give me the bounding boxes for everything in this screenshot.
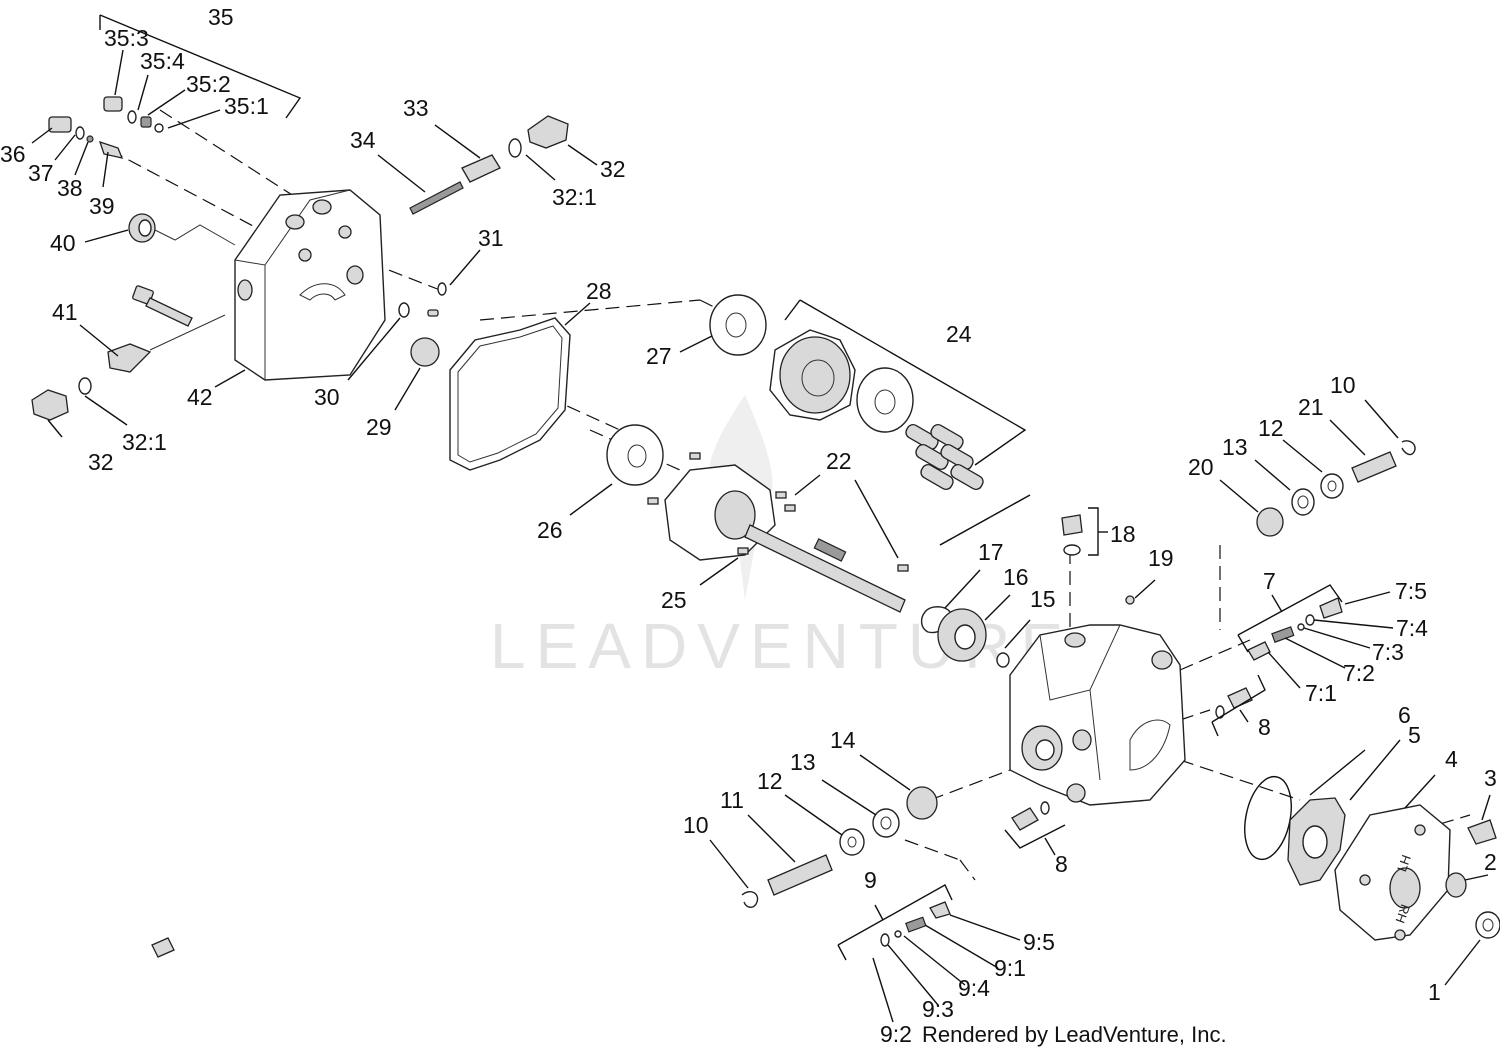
plug-32-left (31, 377, 92, 421)
label-1: 1 (1428, 979, 1441, 1005)
plug-41 (107, 314, 226, 373)
label-30: 30 (314, 384, 340, 410)
label-35-1: 35:1 (224, 93, 269, 119)
valve-kit-7-parts (1247, 597, 1343, 661)
label-41: 41 (52, 299, 78, 325)
label-9-3: 9:3 (922, 996, 954, 1022)
label-26: 26 (537, 517, 563, 543)
label-32-left: 32 (88, 449, 114, 475)
label-5: 5 (1408, 722, 1421, 748)
label-21: 21 (1298, 394, 1324, 420)
label-40: 40 (50, 230, 76, 256)
label-22: 22 (826, 448, 852, 474)
label-35-3: 35:3 (104, 25, 149, 51)
plate-mark-top: LH (1394, 853, 1414, 874)
label-16: 16 (1003, 564, 1029, 590)
label-39: 39 (89, 193, 115, 219)
parts-29-31 (398, 282, 447, 367)
label-7: 7 (1263, 568, 1276, 594)
label-18: 18 (1110, 521, 1136, 547)
plug-18-and-screw-19 (1061, 514, 1135, 605)
bushing-40 (128, 213, 236, 246)
leader-lines (31, 14, 1491, 1023)
label-28: 28 (586, 278, 612, 304)
bearing-and-rings-15-17 (920, 606, 1010, 668)
thrust-washer-26 (606, 424, 664, 486)
parts-1-3 (1445, 819, 1500, 939)
plate-mark-bottom: RH (1393, 902, 1414, 925)
label-20: 20 (1188, 454, 1214, 480)
label-32-top: 32 (600, 156, 626, 182)
valve-kit-35-parts (103, 96, 164, 133)
bolt-center-section (132, 285, 193, 327)
center-section-housing (234, 189, 386, 381)
valve-36-39-parts (48, 116, 124, 159)
label-10-left: 10 (683, 812, 709, 838)
label-9-4: 9:4 (958, 975, 990, 1001)
shaft-parts-right (1256, 440, 1416, 537)
label-34: 34 (350, 127, 376, 153)
label-36: 36 (0, 141, 26, 167)
parts-32-34-top (409, 115, 569, 215)
label-35-4: 35:4 (140, 48, 185, 74)
label-15: 15 (1030, 586, 1056, 612)
label-31: 31 (478, 225, 504, 251)
label-42: 42 (187, 384, 213, 410)
main-housing (1009, 624, 1186, 806)
shaft-parts-left (741, 786, 938, 908)
label-9-5: 9:5 (1023, 929, 1055, 955)
label-13-right: 13 (1222, 434, 1248, 460)
label-8-left: 8 (1055, 851, 1068, 877)
plug-8-left (1011, 801, 1050, 831)
gasket-28 (449, 317, 571, 471)
label-29: 29 (366, 414, 392, 440)
label-17: 17 (978, 539, 1004, 565)
label-12-right: 12 (1258, 415, 1284, 441)
label-11: 11 (720, 787, 744, 813)
label-10-right: 10 (1330, 372, 1356, 398)
plug-8-right (1215, 687, 1253, 719)
render-credit: Rendered by LeadVenture, Inc. (922, 1022, 1227, 1047)
callout-labels: 35 35:3 35:4 35:2 35:1 36 37 38 39 40 41… (0, 4, 1497, 1047)
label-6: 6 (1398, 702, 1411, 728)
label-7-3: 7:3 (1372, 639, 1404, 665)
label-32-1-top: 32:1 (552, 184, 597, 210)
charge-pump-plate-4: LH RH (1334, 804, 1451, 941)
label-35-2: 35:2 (186, 71, 231, 97)
label-37: 37 (28, 160, 54, 186)
label-2: 2 (1484, 849, 1497, 875)
label-9-1: 9:1 (994, 955, 1026, 981)
label-32-1-left: 32:1 (122, 429, 167, 455)
label-38: 38 (57, 175, 83, 201)
label-4: 4 (1445, 746, 1458, 772)
label-12-left: 12 (757, 768, 783, 794)
label-13-left: 13 (790, 749, 816, 775)
label-8-right: 8 (1258, 714, 1271, 740)
label-35: 35 (208, 4, 234, 30)
charge-gear-5 (1287, 797, 1346, 886)
label-25: 25 (661, 587, 687, 613)
label-7-4: 7:4 (1396, 615, 1428, 641)
label-7-5: 7:5 (1395, 578, 1427, 604)
watermark-text: LEADVENTURE (490, 610, 1073, 682)
label-19: 19 (1148, 545, 1174, 571)
label-24: 24 (946, 321, 972, 347)
label-3: 3 (1484, 765, 1497, 791)
label-7-2: 7:2 (1343, 660, 1375, 686)
rotating-kit-24 (769, 329, 984, 491)
swash-block-and-shaft (647, 452, 909, 613)
valve-kit-9-parts (151, 901, 951, 958)
valve-plate-27 (709, 294, 767, 356)
label-33: 33 (403, 95, 429, 121)
label-27: 27 (646, 343, 672, 369)
label-9: 9 (864, 867, 877, 893)
label-14: 14 (830, 727, 856, 753)
label-9-2: 9:2 (880, 1021, 912, 1047)
label-7-1: 7:1 (1305, 680, 1337, 706)
